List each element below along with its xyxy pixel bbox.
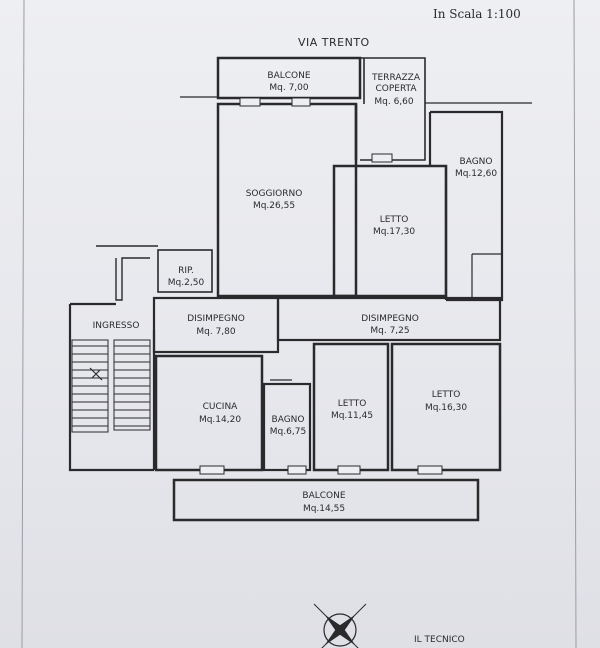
stair-arrow-icon [89,367,103,381]
signature-label: IL TECNICO [414,635,465,645]
window-marks [199,97,443,475]
window-mark [371,153,393,163]
room-area-balcone-top: Mq. 7,00 [269,83,309,93]
room-area-soggiorno: Mq.26,55 [253,201,295,211]
disimpegno-2-outline [276,296,502,342]
window-mark [287,465,307,475]
room-area-letto-1: Mq.17,30 [373,227,415,237]
stair-treads [72,345,150,427]
rip-outline [157,249,213,293]
room-area-rip: Mq.2,50 [168,278,205,288]
room-name-bagno-bottom: BAGNO [272,415,305,425]
bagno-top-outline [430,110,504,302]
room-name-terrazza-line2: COPERTA [375,84,417,94]
room-area-letto-2: Mq.11,45 [331,411,373,421]
room-name-letto-2: LETTO [338,399,367,409]
letto-3-outline [390,342,502,472]
compass-rose-icon [313,603,367,648]
stairs-flight-right [113,339,151,431]
window-mark [291,97,311,107]
window-mark [239,97,261,107]
window-mark [199,465,225,475]
room-area-cucina: Mq.14,20 [199,415,241,425]
bagno-bottom-outline [262,382,312,472]
room-name-disimpegno-2: DISIMPEGNO [361,314,419,324]
street-label: VIA TRENTO [298,36,370,49]
room-name-balcone-bottom: BALCONE [302,491,345,501]
room-name-rip: RIP. [178,266,194,276]
room-name-terrazza-line1: TERRAZZA [371,73,421,83]
soggiorno-outline [216,102,358,298]
scale-label: In Scala 1:100 [433,7,521,21]
room-name-letto-3: LETTO [432,390,461,400]
room-area-terrazza: Mq. 6,60 [374,97,414,107]
sheet-border-right [573,0,577,648]
balcone-bottom-outline [172,478,480,522]
balcone-top-outline [216,56,362,100]
room-name-soggiorno: SOGGIORNO [246,189,303,199]
ingresso-outline [68,304,154,472]
room-area-bagno-bottom: Mq.6,75 [270,427,306,437]
window-mark [337,465,361,475]
disimpegno-1-outline [152,296,280,354]
room-area-disimpegno-1: Mq. 7,80 [196,327,236,337]
room-name-letto-1: LETTO [380,215,409,225]
room-labels: BALCONE Mq. 7,00 TERRAZZA COPERTA Mq. 6,… [93,71,498,514]
room-name-cucina: CUCINA [203,402,239,412]
sheet-border-left [21,0,25,648]
room-area-bagno-top: Mq.12,60 [455,169,497,179]
room-name-ingresso: INGRESSO [93,321,140,331]
room-area-disimpegno-2: Mq. 7,25 [370,326,409,336]
room-name-bagno-top: BAGNO [460,157,493,167]
room-name-balcone-top: BALCONE [267,71,310,81]
duct-outline [115,257,150,301]
window-mark [417,465,443,475]
room-area-letto-3: Mq.16,30 [425,403,467,413]
room-name-disimpegno-1: DISIMPEGNO [187,314,245,324]
room-area-balcone-bottom: Mq.14,55 [303,504,345,514]
cucina-outline [154,354,264,472]
